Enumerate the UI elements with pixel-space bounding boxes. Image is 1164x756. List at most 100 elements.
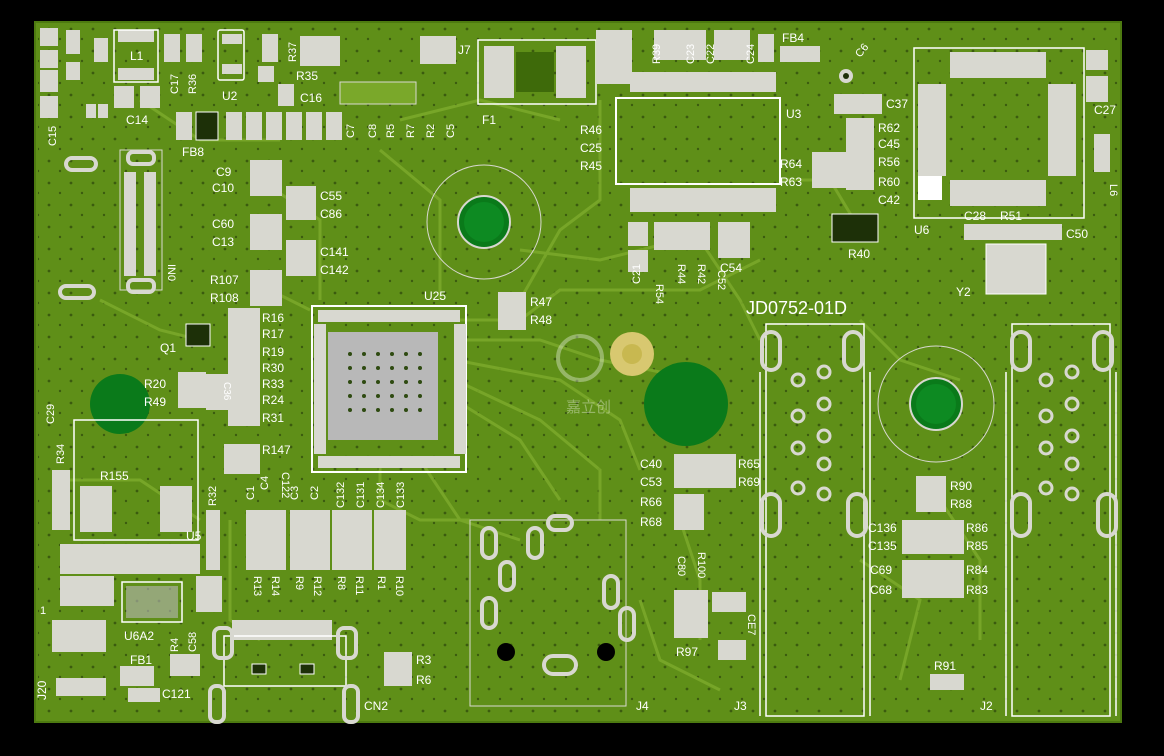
label-r12: R12 xyxy=(311,576,323,596)
label-c132: C132 xyxy=(335,482,347,508)
chip-u6 xyxy=(913,47,1110,295)
label-pin1: 1 xyxy=(40,605,46,617)
label-r108: R108 xyxy=(210,291,239,305)
label-r33: R33 xyxy=(262,377,284,391)
label-r91: R91 xyxy=(934,659,956,673)
label-c133: C133 xyxy=(395,482,407,508)
label-c141: C141 xyxy=(320,245,349,259)
connector-in0 xyxy=(58,149,163,300)
label-c131: C131 xyxy=(355,482,367,508)
label-r20: R20 xyxy=(144,377,166,391)
label-u6: U6 xyxy=(914,223,930,237)
label-y2: Y2 xyxy=(956,285,971,299)
label-r66: R66 xyxy=(640,495,662,509)
u6a2-body xyxy=(126,586,178,618)
label-r5: R5 xyxy=(385,124,397,138)
header-strip xyxy=(339,81,417,105)
copper-traces xyxy=(60,98,982,692)
label-r14: R14 xyxy=(269,576,281,596)
label-u6a2: U6A2 xyxy=(124,629,154,643)
label-u2: U2 xyxy=(222,89,238,103)
label-c10: C10 xyxy=(212,181,234,195)
label-c135: C135 xyxy=(868,539,897,553)
label-r13: R13 xyxy=(251,576,263,596)
label-r68: R68 xyxy=(640,515,662,529)
label-j3: J3 xyxy=(734,699,747,713)
label-c42: C42 xyxy=(878,193,900,207)
label-l6: L6 xyxy=(1107,184,1119,196)
label-ce7: CE7 xyxy=(745,614,757,635)
label-r32: R32 xyxy=(207,486,219,506)
label-c4: C4 xyxy=(259,476,271,490)
label-r47: R47 xyxy=(530,295,552,309)
label-c53: C53 xyxy=(640,475,662,489)
label-r83: R83 xyxy=(966,583,988,597)
label-j7: J7 xyxy=(458,43,471,57)
label-r56: R56 xyxy=(878,155,900,169)
label-c23: C23 xyxy=(685,44,697,64)
label-r6: R6 xyxy=(416,673,432,687)
label-c27: C27 xyxy=(1094,103,1116,117)
label-c136: C136 xyxy=(868,521,897,535)
label-c55: C55 xyxy=(320,189,342,203)
connector-j4 xyxy=(469,514,636,707)
label-r8: R8 xyxy=(335,576,347,590)
label-r34: R34 xyxy=(55,444,67,464)
label-r42: R42 xyxy=(695,264,707,284)
label-c1: C1 xyxy=(245,486,257,500)
label-c142: C142 xyxy=(320,263,349,277)
label-r24: R24 xyxy=(262,393,284,407)
label-r64: R64 xyxy=(780,157,802,171)
lower-left-components xyxy=(52,470,412,702)
label-c80: C80 xyxy=(675,556,687,576)
label-r40: R40 xyxy=(848,247,870,261)
label-r37: R37 xyxy=(287,42,299,62)
label-c45: C45 xyxy=(878,137,900,151)
label-c36: C36 xyxy=(221,382,232,401)
label-c8: C8 xyxy=(367,124,379,138)
label-board: JD0752-01D xyxy=(746,298,847,318)
u5-outline xyxy=(73,419,199,541)
label-r97: R97 xyxy=(676,645,698,659)
label-c86: C86 xyxy=(320,207,342,221)
label-fb1: FB1 xyxy=(130,653,152,667)
u6-passives xyxy=(812,94,882,243)
label-j2: J2 xyxy=(980,699,993,713)
connector-j2 xyxy=(1005,323,1118,717)
label-r11: R11 xyxy=(353,576,365,595)
label-c15: C15 xyxy=(47,126,59,146)
label-q1: Q1 xyxy=(160,341,176,355)
label-j4: J4 xyxy=(636,699,649,713)
label-c22: C22 xyxy=(705,44,717,64)
label-u3: U3 xyxy=(786,107,802,121)
label-f1: F1 xyxy=(482,113,496,127)
label-r62: R62 xyxy=(878,121,900,135)
label-c3: C3 xyxy=(289,486,301,500)
label-r16: R16 xyxy=(262,311,284,325)
label-r36: R36 xyxy=(187,74,199,94)
label-r48: R48 xyxy=(530,313,552,327)
label-c25: C25 xyxy=(580,141,602,155)
label-l1: L1 xyxy=(130,49,144,63)
label-c68: C68 xyxy=(870,583,892,597)
label-r100: R100 xyxy=(695,552,707,578)
j2-passives xyxy=(902,476,964,690)
label-r85: R85 xyxy=(966,539,988,553)
u2-outline xyxy=(217,29,245,81)
label-j20: J20 xyxy=(35,680,49,700)
label-cn2: CN2 xyxy=(364,699,388,713)
label-c13: C13 xyxy=(212,235,234,249)
label-r17: R17 xyxy=(262,327,284,341)
svg-text:嘉立创: 嘉立创 xyxy=(566,399,611,416)
label-fb4: FB4 xyxy=(782,31,804,45)
label-c7: C7 xyxy=(345,124,357,138)
label-r44: R44 xyxy=(675,264,687,284)
label-r54: R54 xyxy=(653,284,665,304)
connector-j3 xyxy=(759,323,871,717)
label-r51: R51 xyxy=(1000,209,1022,223)
label-c37: C37 xyxy=(886,97,908,111)
label-c60: C60 xyxy=(212,217,234,231)
label-r69: R69 xyxy=(738,475,760,489)
mid-left-passives xyxy=(178,160,316,474)
